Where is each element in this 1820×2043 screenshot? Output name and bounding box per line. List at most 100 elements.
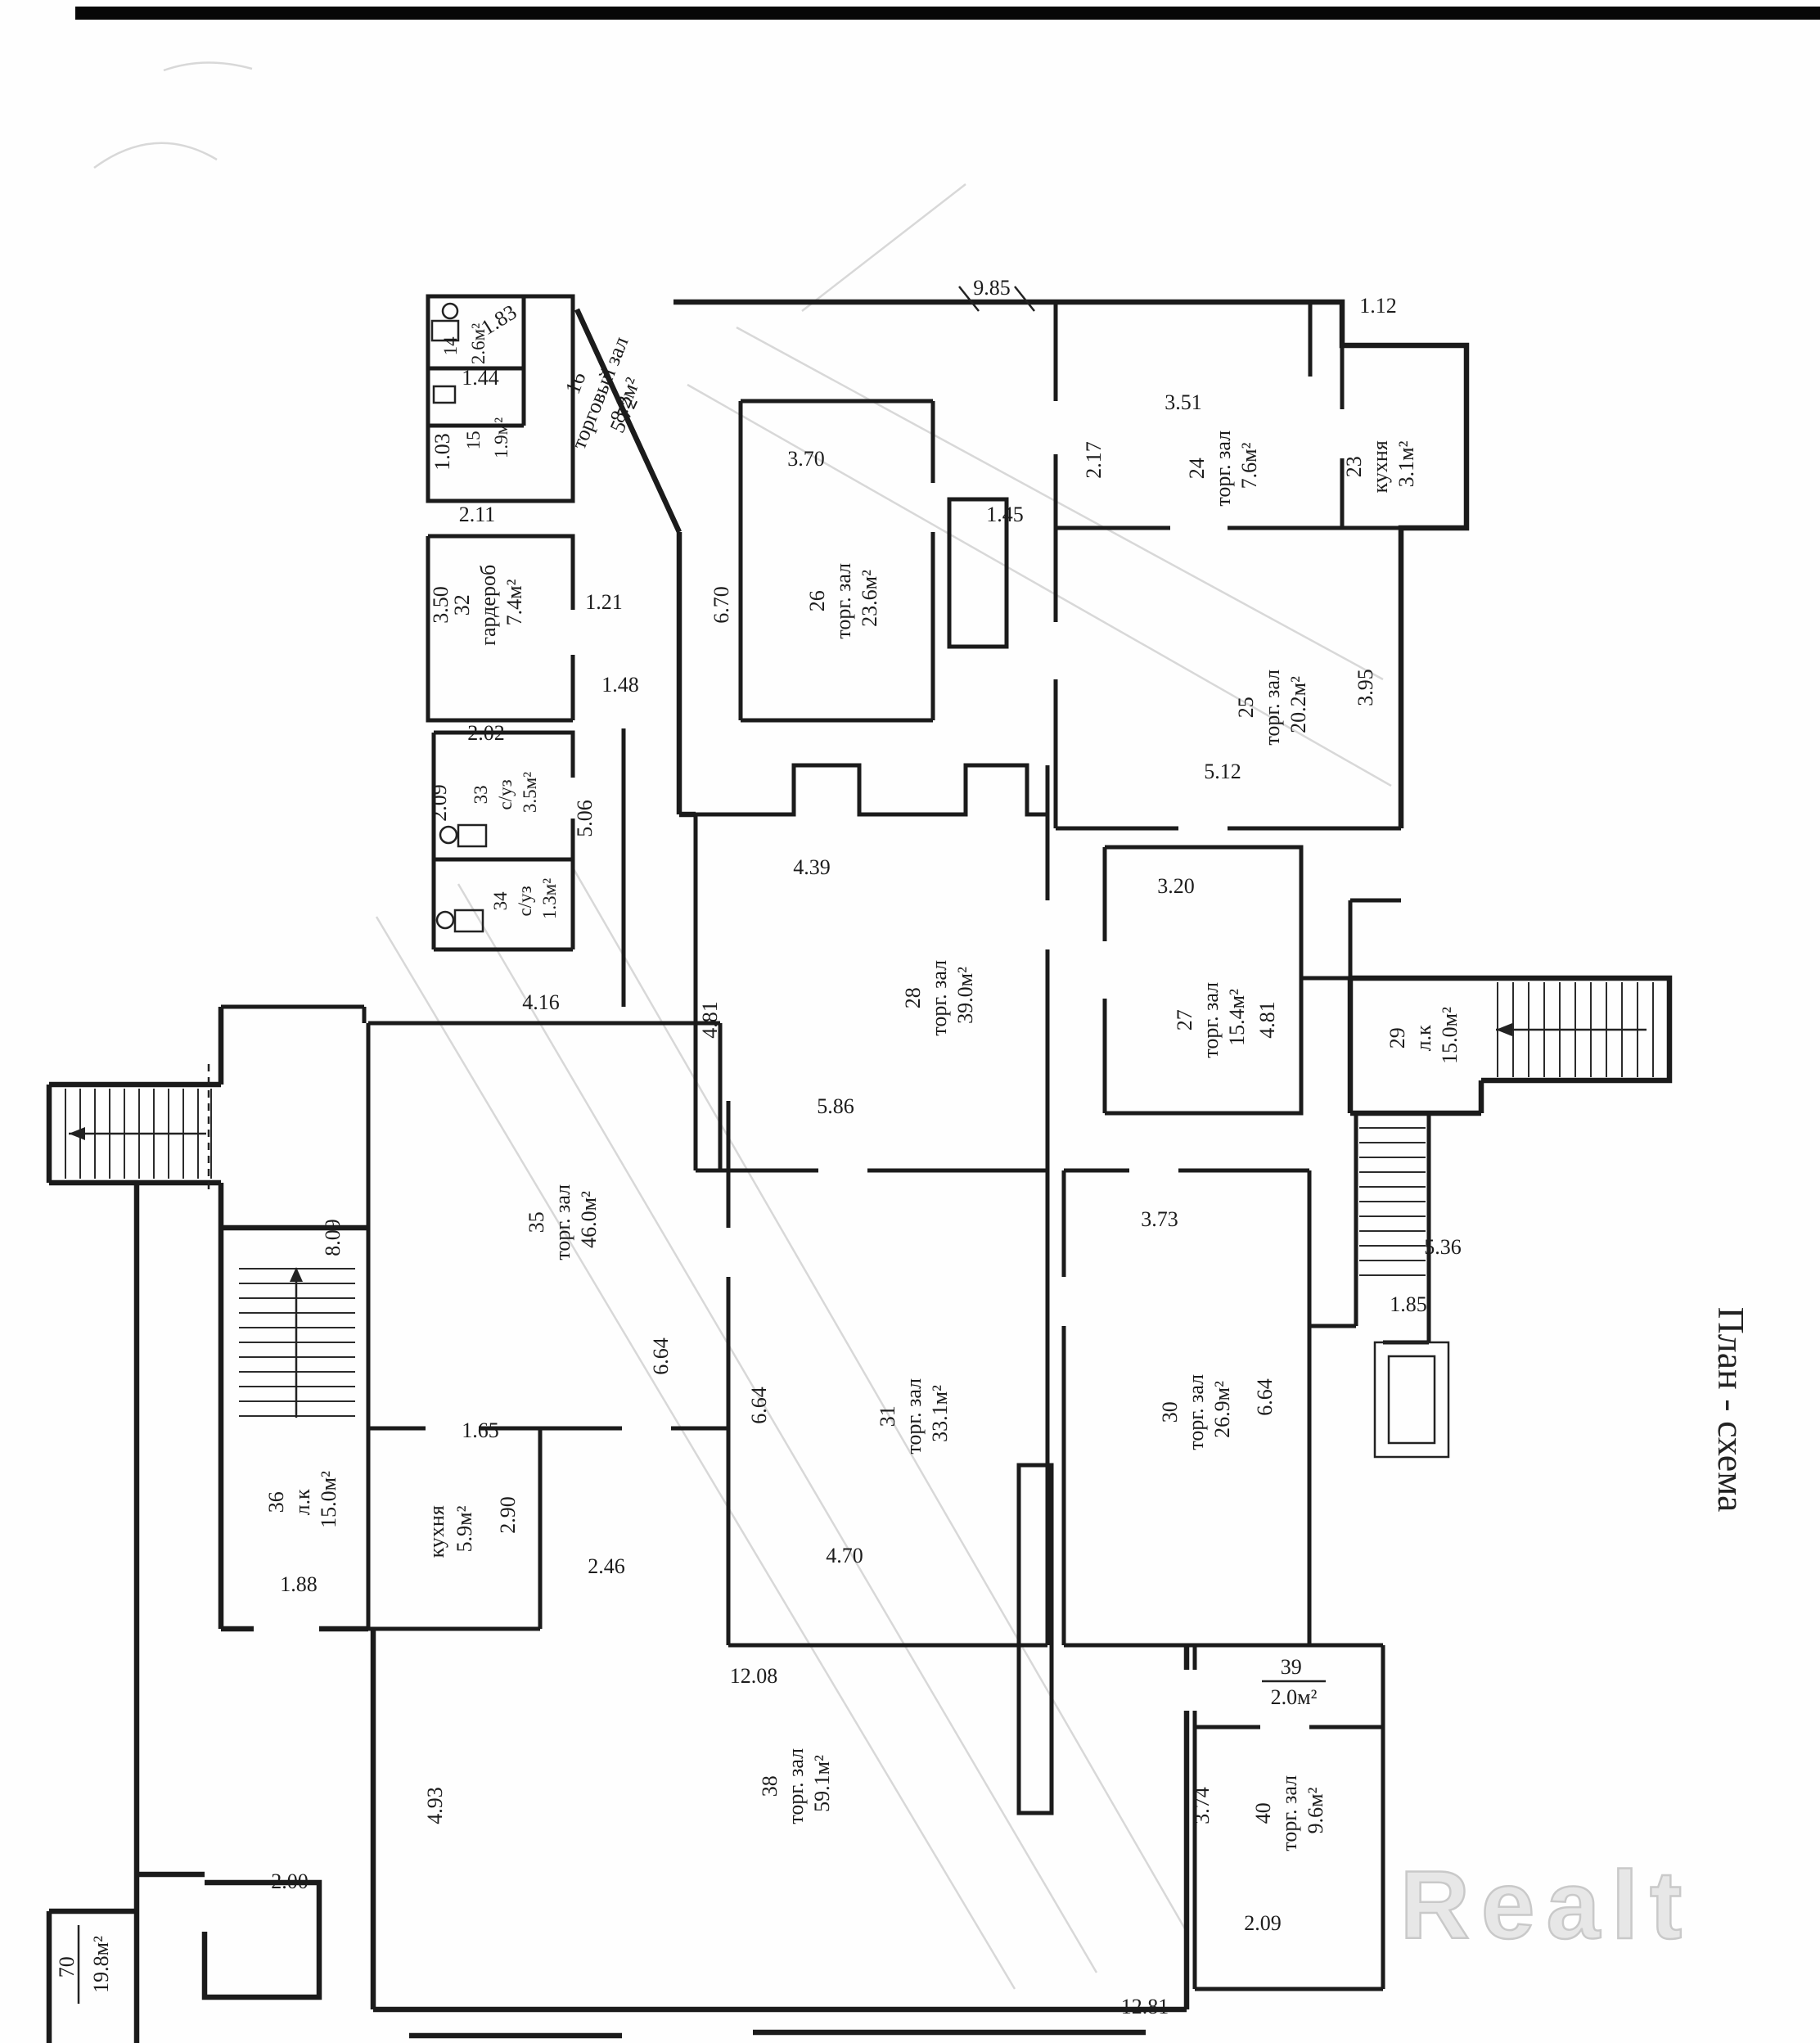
dimension-label: 1.85 [1390,1292,1427,1316]
dimension-label: 2.09 [1244,1911,1282,1935]
room-type: торг. зал [1199,982,1223,1058]
scan-crease [163,61,253,72]
room-area: 3.5м² [520,772,540,813]
room-15-label: 15 1.9м² [463,417,511,458]
room-27-label: 27 торг. зал 15.4м² [1173,976,1249,1058]
wall-path [1053,525,1401,831]
room-number: 16 [561,368,591,397]
room-number: 30 [1158,1401,1182,1423]
scan-artifact-top-bar [75,7,1820,20]
room-number: 34 [490,891,511,911]
room-23-label: 23 кухня 3.1м² [1342,435,1418,494]
wall-path [431,730,575,952]
dimension-label: 6.64 [1253,1378,1277,1416]
room-type: кухня [1368,440,1392,493]
dimension-label: 2.17 [1082,441,1106,479]
room-area: 15.0м² [317,1471,340,1528]
wall-path [409,2029,1146,2039]
dimension-label: 3.95 [1354,669,1377,706]
scan-crease [457,883,1098,1973]
wall-path [1348,898,1401,978]
toilet-icon [453,909,484,933]
scan-crease [93,142,218,169]
room-number: 27 [1173,1009,1196,1031]
room-type: торг. зал [1277,1775,1301,1851]
dimension-label: 3.74 [1190,1787,1214,1824]
wall-path [46,1007,368,2043]
scan-crease [375,916,1016,1990]
room-31-label: 31 торг. зал 33.1м² [876,1373,952,1454]
dimension-label: 3.20 [1157,874,1195,898]
room-area: 23.6м² [858,570,881,627]
room-number: 40 [1251,1802,1275,1824]
room-area: 1.3м² [539,878,560,919]
room-number: 26 [805,590,829,611]
room-number: 29 [1385,1027,1409,1049]
room-40-label: 40 торг. зал 9.6м² [1251,1770,1327,1851]
dimension-label: 5.12 [1204,760,1241,783]
room-area: 5.9м² [453,1505,476,1552]
dimension-label: 5.06 [573,800,597,837]
balcony-outline [1373,1341,1450,1459]
room-number: 24 [1185,458,1209,479]
room-area: 7.4м² [502,579,526,625]
fixture-icon [430,319,460,342]
fixture-icon [441,302,459,320]
room-type: торг. зал [784,1748,808,1824]
room-number: 31 [876,1405,899,1427]
room-number: 70 [55,1956,79,1978]
room-type: л.к [291,1489,314,1515]
room-number: 35 [525,1211,548,1233]
dimension-label: 2.90 [496,1496,520,1534]
room-type: торг. зал [551,1184,574,1261]
room-number: 23 [1342,456,1366,477]
room-area: 3.1м² [1394,440,1418,487]
dimension-label: 12.81 [1121,1995,1169,2018]
scan-crease [736,326,1384,681]
wall-pilaster [947,497,1009,649]
room-number: 39 [1281,1655,1302,1679]
fixtures [430,302,488,933]
room-area: 39.0м² [953,967,977,1024]
room-type: торг. зал [1211,431,1235,507]
dimension-label: 2.02 [467,721,505,745]
room-34-label: 34 с/уз 1.3м² [490,878,560,919]
wall-path [1192,1645,1385,1991]
room-area: 2.6м² [468,323,489,364]
dimension-label: 2.46 [588,1554,625,1578]
wall-path [1309,1113,1431,1345]
room-area: 7.6м² [1237,442,1261,489]
room-70-label: 70 19.8м² [55,1936,113,1993]
room-number: 14 [440,336,461,356]
room-area: 26.9м² [1210,1381,1234,1438]
dimension-label: 3.70 [787,447,825,471]
room-35-label: 35 торг. зал 46.0м² [525,1179,601,1260]
page-title: План - схема [1710,1307,1752,1513]
room-area: 46.0м² [577,1191,601,1248]
dimension-ticks [958,286,1035,312]
room-labels: 14 2.6м² 15 1.9м² 16 торговый зал 8.2м² … [55,318,1462,2004]
room-32-label: 32 гардероб 7.4м² [450,559,526,645]
room-16-label: 16 торговый зал 8.2м² [543,318,660,462]
wall-path [696,1101,1050,1648]
room-area: 20.2м² [1286,676,1310,733]
room-33-label: 33 с/уз 3.5м² [471,772,540,813]
sink-icon [439,825,458,845]
room-area: 33.1м² [928,1385,952,1442]
room-number: 38 [758,1775,782,1797]
room-14-label: 14 2.6м² [440,323,489,364]
dimension-label: 1.21 [585,590,623,614]
room-area: 59.1м² [810,1755,834,1812]
room-type: кухня [425,1505,448,1558]
dimension-label: 6.64 [747,1387,771,1424]
stair-arrowhead-right [1496,1023,1512,1036]
room-26-label: 26 торг. зал 23.6м² [805,557,881,638]
dimension-label: 9.85 [973,276,1011,300]
room-number: 28 [901,987,925,1008]
dimension-label: 1.45 [986,503,1024,526]
dimension-label: 5.36 [1424,1235,1462,1259]
room-number: 25 [1234,697,1258,718]
room-37-kitchen-label: кухня 5.9м² [425,1500,476,1558]
dimension-label: 1.48 [601,673,639,697]
